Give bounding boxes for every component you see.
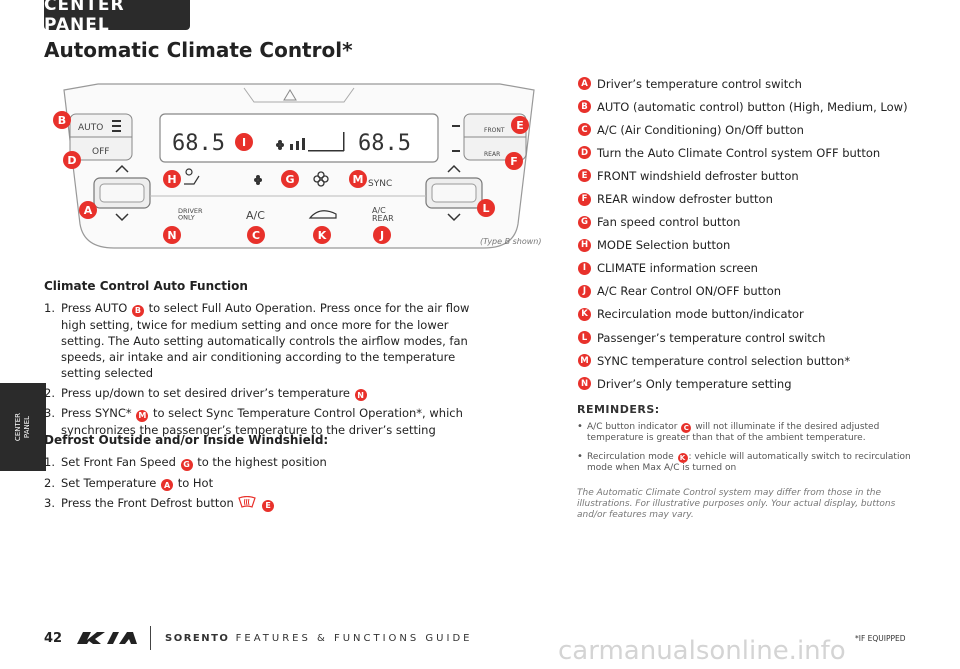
callout-badge: C <box>578 123 591 137</box>
defrost-steps: 1.Set Front Fan Speed G to the highest p… <box>44 454 484 512</box>
front-defrost-icon <box>238 495 257 508</box>
callout-badge: G <box>578 215 591 229</box>
recirculation-icon <box>308 210 337 219</box>
callout-badge: I <box>578 261 591 275</box>
callout-badge: M <box>136 409 149 422</box>
callout-badge: K <box>677 453 688 463</box>
callout-badge: E <box>262 499 275 512</box>
display-left-temp: 68.5 <box>172 131 225 156</box>
footer-guide-title: SORENTO FEATURES & FUNCTIONS GUIDE <box>165 633 473 644</box>
step: 1.Press AUTO B to select Full Auto Opera… <box>44 301 470 380</box>
reminder-item: •Recirculation mode K: vehicle will auto… <box>577 451 911 473</box>
side-section-tab: CENTER PANEL <box>0 383 46 471</box>
callout-badge: J <box>578 284 591 298</box>
svg-text:E: E <box>516 119 524 132</box>
ac-label: A/C <box>246 209 265 222</box>
callout-badge: L <box>578 331 591 345</box>
step: 3.Press SYNC* M to select Sync Temperatu… <box>44 406 463 437</box>
svg-text:I: I <box>242 136 246 149</box>
svg-text:A: A <box>84 204 93 217</box>
svg-text:D: D <box>67 154 76 167</box>
disclaimer: The Automatic Climate Control system may… <box>577 488 896 520</box>
svg-text:N: N <box>167 229 176 242</box>
svg-text:C: C <box>252 229 260 242</box>
step: 2.Press up/down to set desired driver’s … <box>44 385 484 401</box>
auto-function-steps: 1.Press AUTO B to select Full Auto Opera… <box>44 300 484 438</box>
callout-badge: E <box>578 169 591 183</box>
step: 1.Set Front Fan Speed G to the highest p… <box>44 455 327 471</box>
if-equipped-note: *IF EQUIPPED <box>855 634 906 643</box>
kia-logo-icon <box>77 632 137 644</box>
side-tab-label: CENTER PANEL <box>14 412 31 442</box>
svg-text:B: B <box>58 114 66 127</box>
defrost-section: Defrost Outside and/or Inside Windshield… <box>44 432 484 516</box>
front-defrost-label: FRONT <box>484 127 505 134</box>
page-number: 42 <box>44 631 63 646</box>
callout-badge: B <box>131 304 144 317</box>
callout-badge: G <box>180 458 193 471</box>
callout-badge: A <box>578 77 591 91</box>
fan-icon <box>276 140 284 150</box>
off-button-label: OFF <box>92 147 109 157</box>
callout-badge: H <box>578 238 591 252</box>
display-right-temp: 68.5 <box>358 131 411 156</box>
mode-icon <box>184 168 200 185</box>
svg-text:M: M <box>353 173 364 186</box>
svg-text:G: G <box>285 173 294 186</box>
callout-badge: C <box>681 423 692 433</box>
callout-badge: F <box>578 192 591 206</box>
fan-speed-icon <box>313 171 329 187</box>
callout-badge: K <box>578 307 591 321</box>
auto-function-heading: Climate Control Auto Function <box>44 279 248 293</box>
auto-function-section: Climate Control Auto Function 1.Press AU… <box>44 278 484 442</box>
svg-text:L: L <box>482 202 489 215</box>
callout-badge: M <box>578 354 591 368</box>
svg-text:H: H <box>167 173 176 186</box>
svg-text:J: J <box>379 229 384 242</box>
footer-divider <box>150 626 151 650</box>
svg-text:K: K <box>318 229 327 242</box>
callout-badge: D <box>578 146 591 160</box>
svg-text:F: F <box>510 155 518 168</box>
sync-label: SYNC <box>368 179 392 189</box>
callout-badge: N <box>354 389 367 401</box>
fan-small-icon <box>254 175 262 185</box>
climate-panel-illustration: 68.5 68.5 AUTO OFF FRONT REAR SYNC DRIVE… <box>53 83 535 249</box>
step: 2.Set Temperature A to Hot <box>44 475 214 491</box>
reminder-item: •A/C button indicator C will not illumin… <box>577 421 880 443</box>
section-tab: CENTER PANEL <box>44 0 190 35</box>
watermark: carmanualsonline.info <box>558 636 846 666</box>
type-note: (Type B shown) <box>480 237 542 246</box>
rear-defrost-label: REAR <box>484 151 500 158</box>
page-title: Automatic Climate Control* <box>44 38 353 62</box>
callout-badge: B <box>578 100 591 114</box>
step: 3.Press the Front Defrost button E <box>44 495 484 512</box>
fan-level-bars <box>290 132 345 152</box>
callout-badge: A <box>161 479 174 491</box>
callout-badge: N <box>578 377 591 391</box>
reminders-title: REMINDERS: <box>577 403 660 416</box>
defrost-heading: Defrost Outside and/or Inside Windshield… <box>44 433 329 447</box>
auto-button-label: AUTO <box>78 123 103 133</box>
